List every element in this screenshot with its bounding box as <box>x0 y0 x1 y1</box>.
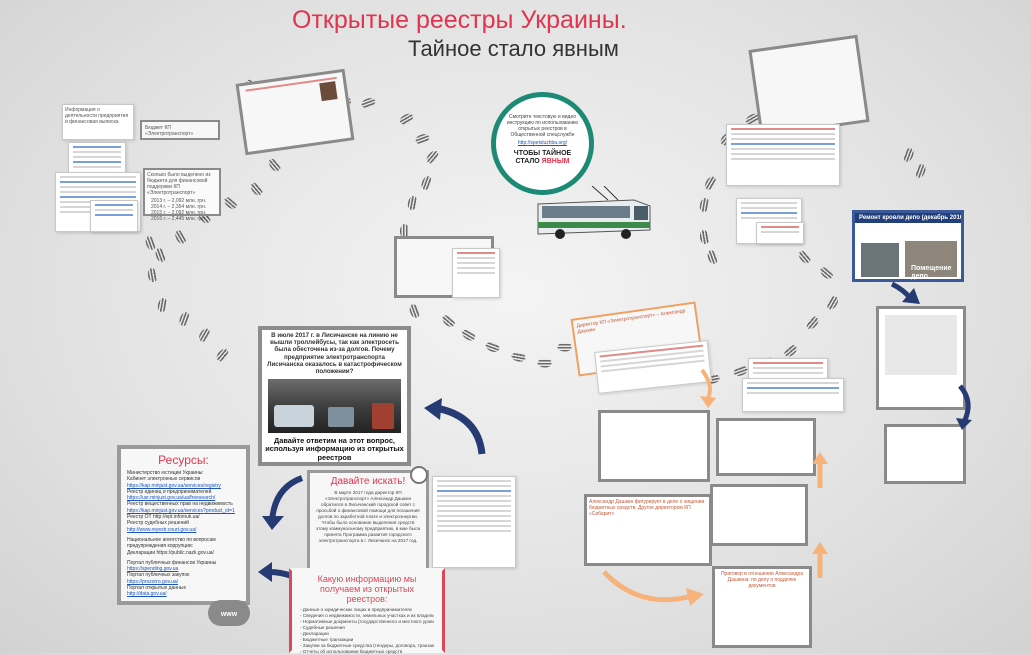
court-doc-2[interactable] <box>742 378 844 412</box>
resource-link[interactable]: http://data.gov.ua/ <box>127 591 167 598</box>
resource-link[interactable]: https://kap.minjust.gov.ua/services/regi… <box>127 482 221 489</box>
curved-arrow-orange-icon <box>602 570 704 606</box>
info-item: - Нормативные документы (государственног… <box>300 619 434 624</box>
question-text: В июле 2017 г. в Лисичанске на линию не … <box>267 332 402 376</box>
curved-arrow-down-icon <box>956 384 972 430</box>
ask-body: В марте 2017 года директор КП «Электротр… <box>315 490 421 543</box>
resource-text: Декларации https://public.nazk.gov.ua/ <box>127 549 214 556</box>
director-doc-frame[interactable] <box>235 68 355 156</box>
page-subtitle: Тайное стало явным <box>408 36 619 61</box>
resource-text: Реестр судебных решений <box>127 520 189 527</box>
resources-list: Министерство юстиции Украины:Кабинет эле… <box>127 470 240 598</box>
register-extract-frame[interactable] <box>748 34 870 138</box>
arrow-down-right-icon <box>890 281 920 304</box>
fop-frame[interactable]: Александр Дашкин фигурирует в деле о хищ… <box>584 494 712 566</box>
www-cloud-icon: www <box>208 600 250 626</box>
resource-link[interactable]: https://spending.gov.ua <box>127 566 179 573</box>
resource-text: Кабинет электронных сервисов <box>127 476 201 483</box>
curved-arrow-icon <box>262 475 304 530</box>
roof-photo <box>861 243 899 277</box>
budget-frame[interactable]: Бюджет КП «Электротранспорт» <box>140 120 220 140</box>
council-decision-doc[interactable] <box>452 248 500 298</box>
resource-text: Портал публичных закупок <box>127 572 190 579</box>
payment-doc-frame[interactable] <box>884 424 966 484</box>
director-photo <box>319 81 338 102</box>
resource-text: Национальное агентство по вопросам <box>127 536 216 543</box>
ask-frame[interactable]: Давайте искать! В марте 2017 года директ… <box>307 470 429 573</box>
depot-photo <box>268 379 401 434</box>
info-item: - Бюджетные транзакции <box>300 637 354 642</box>
info-item: - Декларации <box>300 631 329 636</box>
resource-text: Реестр вещественных прав на недвижимость <box>127 501 233 508</box>
sentence-frame[interactable]: Приговор в отношении Александра Дашкина:… <box>712 566 812 648</box>
arrow-up-orange-icon <box>812 452 828 488</box>
resource-link[interactable]: https://usr.minjust.gov.ua/ua/freesearch… <box>127 495 216 502</box>
register-doc-3[interactable] <box>756 222 804 244</box>
spetsluzhba-link[interactable]: http://spetsluzhba.org/ <box>517 140 568 146</box>
question-frame[interactable]: В июле 2017 г. в Лисичанске на линию не … <box>258 326 411 466</box>
resource-text: Министерство юстиции Украины: <box>127 470 204 476</box>
info-item: - Сведения о недвижимости, земельных уча… <box>300 613 434 618</box>
ask-title: Давайте искать! <box>330 476 406 487</box>
resource-text: Портал публичных финансов Украины <box>127 559 217 566</box>
resource-link[interactable]: https://kap.minjust.gov.ua/services?prod… <box>127 507 235 514</box>
left-note-doc[interactable]: Информация о деятельности предприятия и … <box>62 104 134 140</box>
budget-row: 2015 г. – 2,092 млн. грн. <box>151 210 207 216</box>
budget-row: 2013 г. – 2,092 млн. грн. <box>151 198 207 204</box>
resources-frame: Ресурсы: Министерство юстиции Украины:Ка… <box>117 445 250 605</box>
info-frame: Какую информацию мы получаем из открытых… <box>289 568 445 655</box>
arrow-up-orange-icon <box>812 542 828 578</box>
resource-text: предупреждения коррупции: <box>127 543 194 550</box>
info-item: - Судебные решения <box>300 625 345 630</box>
resources-title: Ресурсы: <box>158 453 209 467</box>
page-title: Открытые реестры Украины. <box>292 6 627 34</box>
trolleybus-image <box>537 186 651 239</box>
curved-arrow-icon <box>424 398 486 455</box>
resource-link[interactable]: https://prozorro.gov.ua/ <box>127 578 179 585</box>
act-scan <box>885 315 957 375</box>
instruction-circle[interactable]: Смотрите текстовую и видео инструкцию по… <box>491 92 594 195</box>
criminal-case-frame[interactable] <box>598 410 710 482</box>
budget-row: 2016 г. – 2,445 млн. грн. <box>151 216 207 222</box>
registry-record-frame[interactable] <box>710 484 808 546</box>
act-doc-frame[interactable] <box>876 306 966 410</box>
resource-link[interactable]: http://www.reyestr.court.gov.ua/ <box>127 526 197 533</box>
budget-row: 2014 г. – 2,354 млн. грн. <box>151 204 207 210</box>
left-note-table[interactable] <box>68 142 126 174</box>
program-doc[interactable] <box>432 476 516 568</box>
info-list: - Данные о юридических лицах и предприни… <box>300 607 434 655</box>
info-title: Какую информацию мы получаем из открытых… <box>317 574 417 604</box>
info-item: - Закупки за бюджетные средства (тендеры… <box>300 643 434 648</box>
roof-repair-title: Ремонт кровли депо (декабрь 2016 г.) <box>855 213 961 223</box>
left-note-chart[interactable] <box>90 200 138 232</box>
info-item: - Данные о юридических лицах и предприни… <box>300 607 412 612</box>
depot-photo-2 <box>905 241 957 277</box>
roof-repair-frame[interactable]: Ремонт кровли депо (декабрь 2016 г.) Пом… <box>852 210 964 282</box>
budget-support-frame[interactable]: Сколько было выделено из бюджета для фин… <box>143 168 221 222</box>
arrow-down-orange-icon <box>700 368 716 408</box>
court-decision-frame[interactable] <box>716 418 816 476</box>
resource-text: Реестр ОТ http://ept.infomuk.ua/ <box>127 514 200 521</box>
info-item: - Отчеты об использовании бюджетных сред… <box>300 649 403 654</box>
resource-text: Портал открытых данных <box>127 585 186 592</box>
magnifier-icon <box>410 466 428 484</box>
question-answer: Давайте ответим на этот вопрос, использу… <box>265 436 404 462</box>
resource-text: Реестр единиц и предпринимателей <box>127 488 212 495</box>
register-doc[interactable] <box>726 124 840 186</box>
